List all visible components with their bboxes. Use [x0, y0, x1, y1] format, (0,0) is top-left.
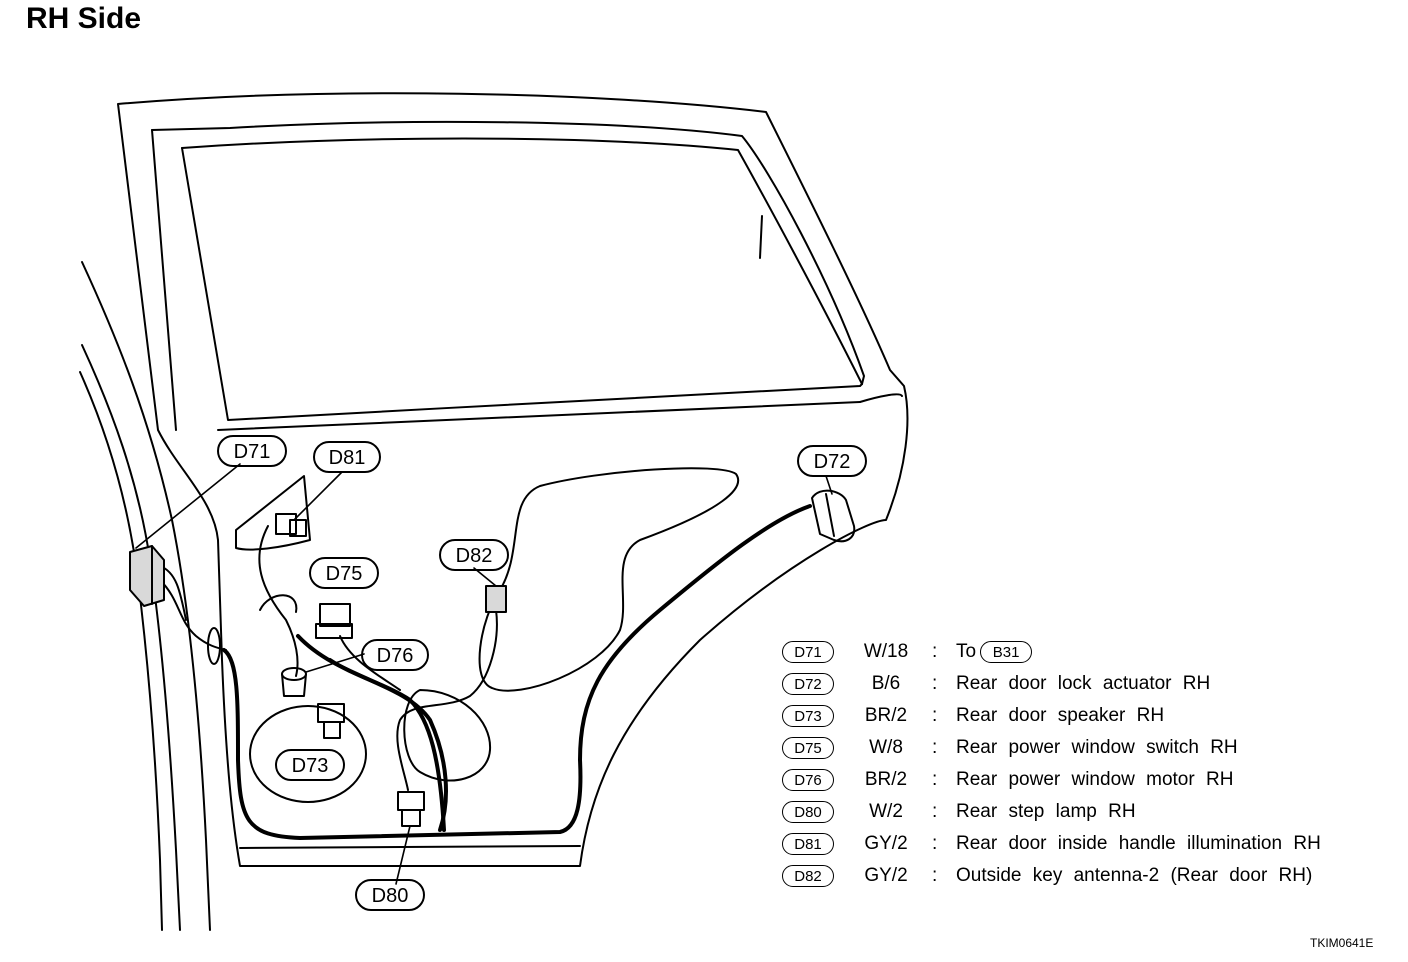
callout-d73: D73 — [275, 749, 345, 781]
connector-badge: D80 — [782, 801, 834, 823]
connector-description: Rear power window motor RH — [956, 769, 1234, 790]
callout-d81: D81 — [313, 441, 381, 473]
callout-d75: D75 — [309, 557, 379, 589]
connector-badge: D76 — [782, 769, 834, 791]
wire-spec: GY/2 — [864, 865, 908, 886]
svg-text:D80: D80 — [372, 885, 409, 907]
connector-description: Rear step lamp RH — [956, 801, 1136, 822]
connector-badge: D81 — [782, 833, 834, 855]
separator: : — [932, 673, 938, 694]
callout-d71: D71 — [217, 435, 287, 467]
separator: : — [932, 641, 938, 662]
svg-text:D73: D73 — [292, 755, 329, 777]
connector-description: Rear door speaker RH — [956, 705, 1165, 726]
connector-d81-block — [275, 513, 307, 537]
connector-d76-block — [281, 667, 307, 697]
wire-spec: W/8 — [869, 737, 903, 758]
callout-d80: D80 — [355, 879, 425, 911]
wiring-harness — [159, 504, 812, 840]
separator: : — [932, 865, 938, 886]
connector-d82-block — [485, 585, 507, 613]
leader-lines — [135, 463, 833, 885]
connector-d72-block — [811, 489, 856, 543]
connector-description: Rear door lock actuator RH — [956, 673, 1211, 694]
connector-d73-block — [317, 703, 345, 739]
reference-connector-badge: B31 — [980, 641, 1033, 663]
connector-d75-block — [315, 603, 353, 639]
wire-spec: BR/2 — [864, 705, 908, 726]
wire-spec: W/2 — [869, 801, 903, 822]
connector-description: Rear door inside handle illumination RH — [956, 833, 1321, 854]
callout-d72: D72 — [797, 445, 867, 477]
connector-badge: D73 — [782, 705, 834, 727]
wire-spec: BR/2 — [864, 769, 908, 790]
connector-badge: D82 — [782, 865, 834, 887]
connector-d80-block — [397, 791, 425, 827]
svg-text:D71: D71 — [234, 441, 271, 463]
connector-badge: D75 — [782, 737, 834, 759]
connector-d71-block — [129, 545, 165, 607]
callout-d76: D76 — [361, 639, 429, 671]
separator: : — [932, 769, 938, 790]
svg-text:D75: D75 — [326, 563, 363, 585]
inner-panel-outline — [235, 467, 740, 803]
svg-text:D81: D81 — [329, 447, 366, 469]
wire-spec: W/18 — [863, 641, 909, 662]
separator: : — [932, 705, 938, 726]
door-outline — [117, 92, 909, 867]
wire-spec: B/6 — [871, 673, 901, 694]
figure-code: TKIM0641E — [1310, 936, 1374, 950]
page-title: RH Side — [26, 2, 142, 35]
separator: : — [932, 801, 938, 822]
connector-description: Rear power window switch RH — [956, 737, 1238, 758]
separator: : — [932, 737, 938, 758]
svg-text:D72: D72 — [814, 451, 851, 473]
svg-text:D82: D82 — [456, 545, 493, 567]
connector-description: Outside key antenna-2 (Rear door RH) — [956, 865, 1313, 886]
callout-d82: D82 — [439, 539, 509, 571]
connector-badge: D71 — [782, 641, 834, 663]
connector-badge: D72 — [782, 673, 834, 695]
wire-spec: GY/2 — [864, 833, 908, 854]
svg-text:D76: D76 — [377, 645, 414, 667]
separator: : — [932, 833, 938, 854]
description-text: To — [956, 641, 977, 663]
